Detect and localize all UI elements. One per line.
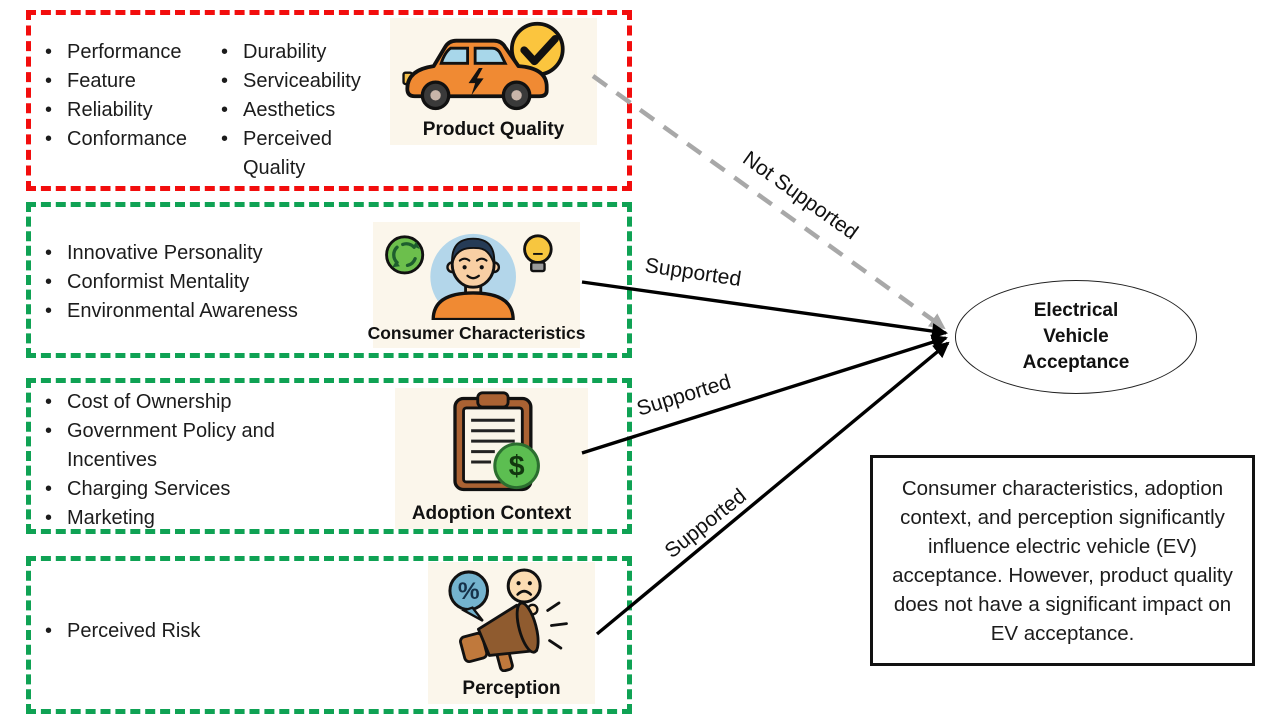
factor-label: Adoption Context: [411, 503, 572, 524]
consumer-person-icon: [385, 233, 553, 320]
ev-car-check-icon: [402, 21, 565, 111]
edge-label-supported-adoption: Supported: [634, 370, 734, 421]
bullet-item: Conformist Mentality: [40, 268, 370, 297]
arrow-supported-adoption: [581, 334, 948, 455]
bullet-item: Charging Services: [40, 475, 300, 504]
bullet-item: Reliability: [40, 96, 210, 125]
edge-label-supported-consumer: Supported: [643, 253, 743, 292]
icon-panel-product-quality: Product Quality: [390, 18, 597, 145]
bullet-list: Innovative Personality Conformist Mental…: [40, 239, 370, 326]
bullet-item: Environmental Awareness: [40, 297, 370, 326]
icon-panel-adoption-context: $ Adoption Context: [395, 388, 588, 529]
bullet-list: Perceived Risk: [40, 617, 340, 646]
clipboard-dollar-icon: $: [453, 391, 540, 492]
edge-label-supported-perception: Supported: [660, 484, 751, 563]
bullet-item: Aesthetics: [216, 96, 366, 125]
bullet-item: Performance: [40, 38, 210, 67]
bullet-item: Marketing: [40, 504, 300, 533]
bullet-list: Durability Serviceability Aesthetics Per…: [216, 38, 366, 183]
factor-label: Consumer Characteristics: [367, 323, 586, 343]
svg-text:$: $: [509, 450, 525, 482]
svg-text:%: %: [458, 578, 480, 605]
outcome-node-ev-acceptance: Electrical Vehicle Acceptance: [955, 280, 1197, 394]
icon-panel-consumer-characteristics: Consumer Characteristics: [368, 222, 585, 348]
factor-box-product-quality: Performance Feature Reliability Conforma…: [26, 10, 632, 191]
bullet-item: Perceived Risk: [40, 617, 340, 646]
bullet-item: Serviceability: [216, 67, 366, 96]
conclusion-box: Consumer characteristics, adoption conte…: [870, 455, 1255, 666]
icon-panel-perception: % Perception: [428, 562, 595, 704]
bullet-item: Government Policy and Incentives: [40, 417, 300, 475]
outcome-line: Acceptance: [1022, 352, 1130, 373]
conclusion-text: Consumer characteristics, adoption conte…: [892, 476, 1233, 645]
bullet-item: Innovative Personality: [40, 239, 370, 268]
outcome-line: Vehicle: [1043, 326, 1109, 347]
factor-box-consumer-characteristics: Innovative Personality Conformist Mental…: [26, 202, 632, 358]
bullet-list: Performance Feature Reliability Conforma…: [40, 38, 210, 154]
factor-label: Perception: [462, 678, 561, 699]
bullet-item: Feature: [40, 67, 210, 96]
edge-label-not-supported: Not Supported: [738, 146, 863, 245]
arrow-supported-consumer: [581, 280, 948, 339]
megaphone-percent-icon: %: [448, 568, 568, 672]
bullet-list: Cost of Ownership Government Policy and …: [40, 388, 300, 533]
arrow-not-supported: [591, 74, 946, 330]
bullet-item: Cost of Ownership: [40, 388, 300, 417]
bullet-item: Durability: [216, 38, 366, 67]
bullet-item: Perceived Quality: [216, 125, 366, 183]
factor-label: Product Quality: [422, 119, 565, 140]
outcome-line: Electrical: [1033, 300, 1119, 321]
bullet-item: Conformance: [40, 125, 210, 154]
